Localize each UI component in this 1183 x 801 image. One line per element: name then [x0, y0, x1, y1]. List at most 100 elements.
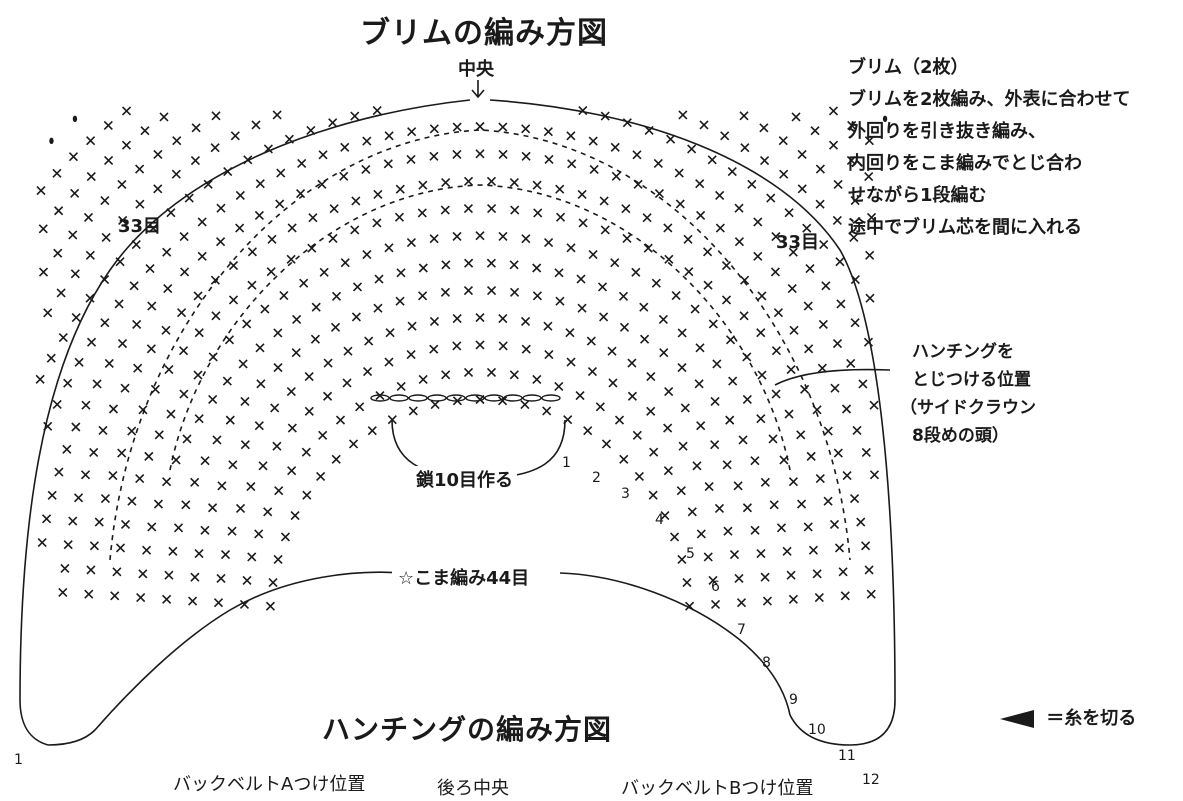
stitch-x: [247, 552, 257, 562]
stitch-x: [821, 281, 831, 291]
stitch-x: [695, 179, 705, 189]
stitch-x: [464, 258, 474, 268]
stitch-x: [362, 249, 372, 260]
back-belt-b-label: バックベルトBつけ位置: [621, 778, 814, 799]
stitch-x: [194, 414, 204, 424]
stitch-x: [753, 251, 763, 261]
stitch-x: [166, 208, 176, 218]
stitch-x: [364, 336, 374, 346]
stitch-x: [622, 233, 632, 243]
stitch-x: [242, 319, 252, 329]
stitch-x: [224, 335, 235, 345]
stitch-x: [588, 136, 598, 146]
stitch-x: [70, 269, 80, 279]
stitch-x: [238, 359, 248, 369]
stitch-x: [757, 370, 767, 380]
stitch-x: [328, 118, 338, 128]
stitch-x: [173, 523, 184, 533]
chain-stitch: [408, 394, 428, 402]
stitch-x: [695, 343, 705, 353]
stitch-x: [235, 503, 246, 513]
stitch-x: [760, 477, 770, 487]
stitch-x: [544, 237, 554, 248]
stitch-x: [38, 224, 48, 234]
chain-label: 鎖10目作る: [412, 466, 518, 492]
stitch-x: [351, 196, 361, 206]
stitch-x: [318, 150, 328, 160]
stitch-x: [396, 268, 406, 278]
stitch-x: [80, 470, 91, 480]
stitch-x: [727, 167, 737, 177]
stitch-x: [769, 500, 779, 510]
stitch-x: [164, 570, 174, 580]
stitch-x: [92, 379, 102, 389]
stitch-x: [211, 311, 221, 321]
stitch-x: [100, 494, 111, 504]
stitch-x: [677, 554, 687, 564]
stitch-x: [230, 131, 240, 141]
stitch-x: [417, 208, 427, 218]
stitch-x: [348, 439, 359, 449]
stitch-x: [104, 358, 114, 368]
stitch-x: [806, 451, 816, 461]
stitch-x: [211, 111, 221, 121]
stitch-x: [350, 225, 360, 235]
stitch-x: [86, 136, 96, 146]
stitch-x: [578, 105, 588, 116]
stitch-x: [776, 523, 787, 533]
chain-stitch: [446, 394, 466, 402]
stitch-x: [52, 168, 62, 178]
stitch-x: [521, 234, 531, 244]
stitch-x: [463, 176, 474, 186]
stitch-x: [103, 120, 113, 131]
stitch-x: [228, 260, 239, 271]
stitch-x: [759, 123, 769, 133]
stitch-count-right: 33目: [776, 232, 820, 253]
stitch-x: [803, 301, 813, 311]
stitch-x: [532, 374, 542, 385]
stitch-x: [858, 379, 868, 389]
stitch-x: [803, 522, 813, 532]
stitch-x: [273, 554, 283, 564]
stitch-x: [742, 394, 752, 404]
stitch-x: [429, 151, 439, 161]
row-number-1: 1: [562, 455, 571, 471]
stitch-x: [181, 500, 191, 510]
stitch-x: [384, 357, 394, 367]
stitch-x: [823, 426, 833, 436]
stitch-x: [654, 188, 664, 199]
stitch-x: [575, 391, 585, 401]
stitch-x: [619, 454, 629, 464]
stitch-x: [299, 278, 309, 288]
stitch-x: [634, 471, 644, 481]
stitch-x: [147, 522, 157, 532]
brim-notes: ブリム（2枚） ブリムを2枚編み、外表に合わせて 外回りを引き抜き編み、 内回り…: [848, 52, 1131, 244]
stitch-x: [699, 120, 709, 130]
stitch-x: [694, 379, 704, 389]
stitch-x: [89, 541, 99, 551]
stitch-x: [608, 378, 618, 388]
stitch-x: [815, 473, 825, 484]
stitch-x: [788, 247, 798, 257]
stitch-x: [395, 296, 405, 306]
stitch-x: [725, 335, 736, 345]
stitch-x: [406, 350, 416, 360]
stitch-x: [216, 237, 226, 247]
stitch-x: [583, 426, 593, 436]
stitch-x: [740, 143, 750, 153]
stitch-x: [611, 171, 621, 181]
stitch-x: [710, 440, 720, 450]
stitch-x: [815, 164, 825, 174]
stitch-x: [682, 578, 692, 588]
stitch-x: [216, 203, 226, 213]
stitch-x: [68, 230, 78, 240]
stitch-x: [190, 477, 200, 487]
stitch-x: [63, 378, 73, 388]
brim-outline: [19, 80, 896, 746]
stitch-x: [696, 421, 706, 431]
stitch-x: [632, 430, 642, 440]
stitch-x: [52, 399, 62, 410]
stitch-x: [317, 179, 327, 189]
stitch-x: [212, 435, 222, 445]
row-number-2: 2: [592, 470, 601, 486]
